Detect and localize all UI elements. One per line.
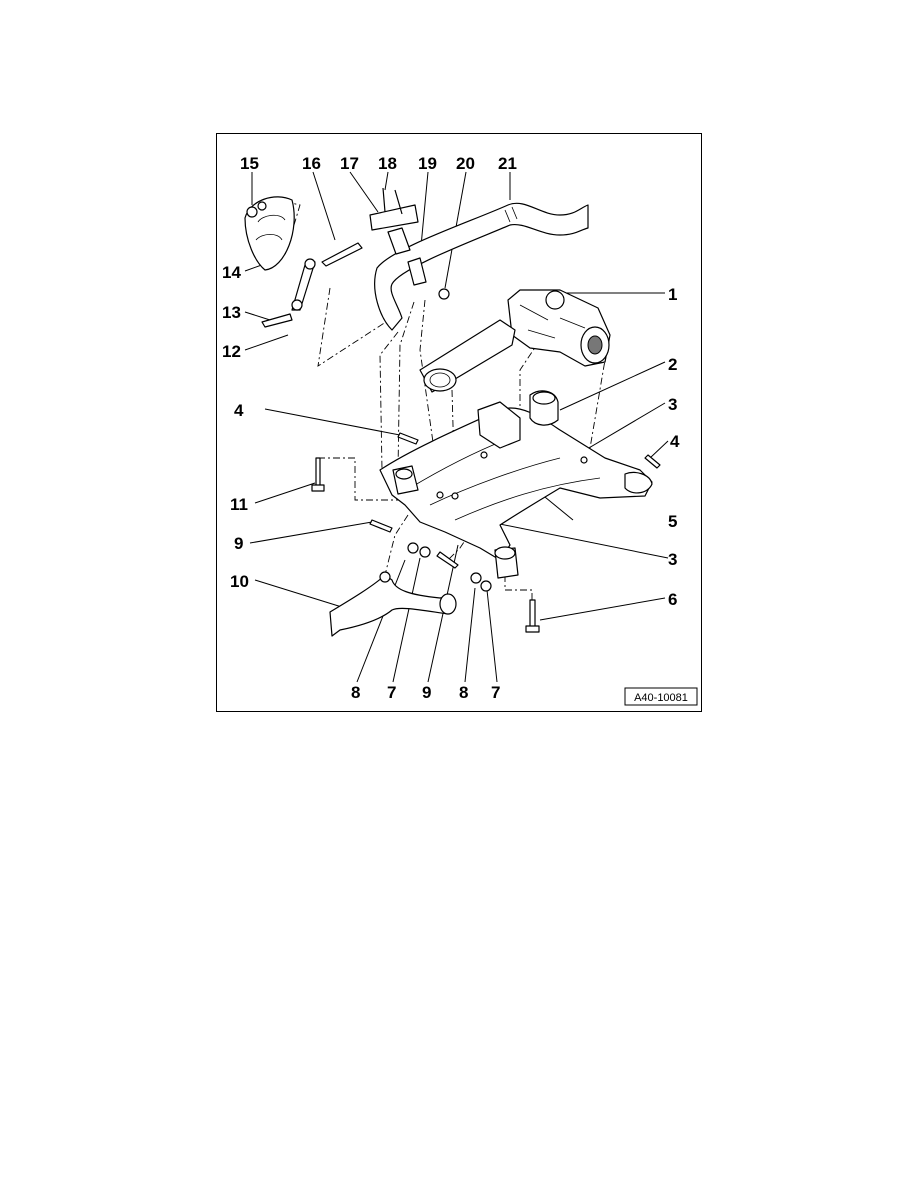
callout-17: 17 bbox=[340, 154, 359, 173]
callout-4-left: 4 bbox=[234, 401, 244, 420]
callout-labels: 1 2 3 4 5 3 6 4 11 9 10 14 13 12 15 16 1… bbox=[222, 154, 680, 702]
bolts-and-washers bbox=[311, 432, 661, 633]
callout-3-lower: 3 bbox=[668, 550, 677, 569]
callout-19: 19 bbox=[418, 154, 437, 173]
callout-13: 13 bbox=[222, 303, 241, 322]
callout-8-left: 8 bbox=[351, 683, 360, 702]
reference-code: A40-10081 bbox=[634, 692, 688, 704]
callout-10: 10 bbox=[230, 572, 249, 591]
callout-9-bottom: 9 bbox=[422, 683, 431, 702]
subframe bbox=[379, 390, 653, 579]
stabilizer-bar bbox=[374, 202, 589, 331]
callout-9-left: 9 bbox=[234, 534, 243, 553]
final-drive bbox=[419, 289, 611, 393]
callout-18: 18 bbox=[378, 154, 397, 173]
callout-12: 12 bbox=[222, 342, 241, 361]
coupling-rod-and-bolts bbox=[261, 242, 450, 328]
callout-3-upper: 3 bbox=[668, 395, 677, 414]
wishbone bbox=[329, 571, 457, 637]
callout-2: 2 bbox=[668, 355, 677, 374]
callout-7-left: 7 bbox=[387, 683, 396, 702]
callout-14: 14 bbox=[222, 263, 241, 282]
callout-16: 16 bbox=[302, 154, 321, 173]
callout-21: 21 bbox=[498, 154, 517, 173]
callout-20: 20 bbox=[456, 154, 475, 173]
callout-8-right: 8 bbox=[459, 683, 468, 702]
reference-code-box: A40-10081 bbox=[624, 687, 698, 706]
callout-11: 11 bbox=[230, 495, 248, 514]
callout-1: 1 bbox=[668, 285, 677, 304]
callout-15: 15 bbox=[240, 154, 259, 173]
wheel-speed-sensor-cover bbox=[244, 196, 295, 271]
callout-7-right: 7 bbox=[491, 683, 500, 702]
callout-4-right: 4 bbox=[670, 432, 680, 451]
callout-6: 6 bbox=[668, 590, 677, 609]
stabilizer-bushing-bracket bbox=[369, 187, 427, 286]
callout-5: 5 bbox=[668, 512, 677, 531]
